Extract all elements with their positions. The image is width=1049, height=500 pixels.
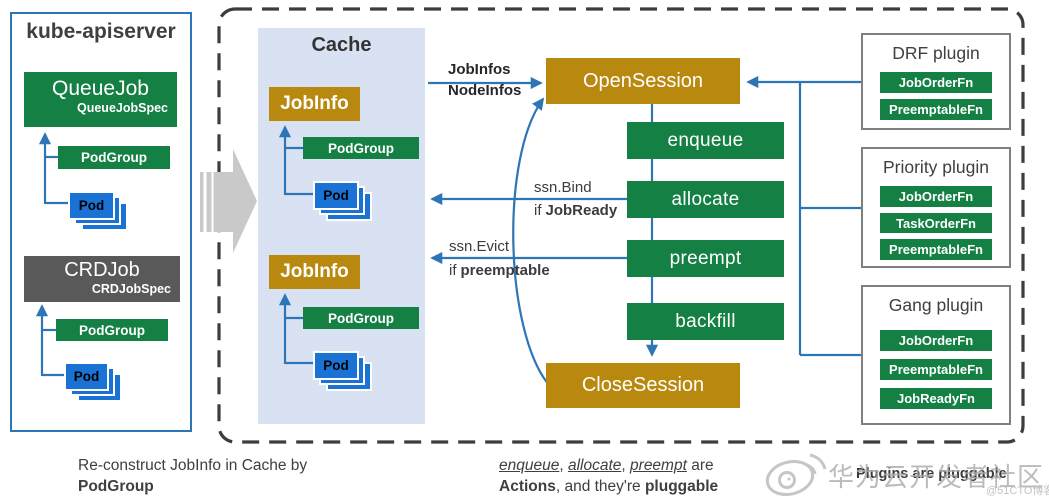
cache-note-line2: PodGroup xyxy=(78,478,154,495)
action-preempt-box: preempt xyxy=(627,240,784,277)
cache-pod1-stack: Pod xyxy=(313,181,372,221)
arrow-closesession-to-opensession xyxy=(512,97,550,386)
gang-joborderfn-chip: JobOrderFn xyxy=(880,330,992,351)
gang-plugin-box: Gang plugin JobOrderFn PreemptableFn Job… xyxy=(861,285,1011,425)
cache-pod2-box: Pod xyxy=(313,351,359,380)
queuejob-title: QueueJob xyxy=(52,77,149,100)
drf-plugin-title: DRF plugin xyxy=(892,43,980,63)
cache-podgroup1-box: PodGroup xyxy=(303,137,419,159)
drf-joborderfn-chip: JobOrderFn xyxy=(880,72,992,93)
gang-jobreadyfn-chip: JobReadyFn xyxy=(880,388,992,409)
crdjob-title: CRDJob xyxy=(64,259,140,281)
cache-note-line1: Re-construct JobInfo in Cache by xyxy=(78,457,308,474)
priority-preemptablefn-chip: PreemptableFn xyxy=(880,239,992,261)
crdjob-box: CRDJob CRDJobSpec xyxy=(24,256,180,302)
crdjob-podgroup-box: PodGroup xyxy=(56,319,168,341)
cache-jobinfo2-box: JobInfo xyxy=(269,255,360,289)
mid-text: , and they're xyxy=(555,478,645,495)
cache-title: Cache xyxy=(311,34,372,56)
priority-joborderfn-chip: JobOrderFn xyxy=(880,186,992,207)
action-backfill-box: backfill xyxy=(627,303,784,340)
gang-plugin-title: Gang plugin xyxy=(888,295,984,315)
queuejob-box: QueueJob QueueJobSpec xyxy=(24,72,177,127)
action-allocate-box: allocate xyxy=(627,181,784,218)
allocate-word: allocate xyxy=(567,457,622,474)
kube-apiserver-title: kube-apiserver xyxy=(26,20,176,43)
if-prefix: if xyxy=(449,262,457,279)
preempt-word: preempt xyxy=(630,457,687,474)
ssn-bind-label: ssn.Bind xyxy=(534,179,592,196)
actions-note-line1: enqueue, allocate, preempt are xyxy=(499,455,789,476)
cache-podgroup2-box: PodGroup xyxy=(303,307,419,329)
priority-plugin-title: Priority plugin xyxy=(882,157,990,177)
nodeinfos-label: NodeInfos xyxy=(448,82,522,99)
tail-text: are xyxy=(686,457,714,474)
separator: , xyxy=(621,457,631,474)
cache-note: Re-construct JobInfo in Cache by PodGrou… xyxy=(78,455,307,497)
drf-preemptablefn-chip: PreemptableFn xyxy=(880,99,992,120)
queuejob-pod-stack: Pod xyxy=(68,191,128,231)
cache-pod2-stack: Pod xyxy=(313,351,372,391)
crdjob-pod-stack: Pod xyxy=(64,362,122,402)
actions-note: enqueue, allocate, preempt are Actions, … xyxy=(499,455,789,497)
weibo-icon xyxy=(765,453,827,496)
separator: , xyxy=(559,457,568,474)
if-prefix: if xyxy=(534,202,542,219)
priority-plugin-box: Priority plugin JobOrderFn TaskOrderFn P… xyxy=(861,147,1011,268)
queuejob-pod-box: Pod xyxy=(68,191,115,220)
ssn-evict-label: ssn.Evict xyxy=(449,238,510,255)
priority-taskorderfn-chip: TaskOrderFn xyxy=(880,212,992,234)
queuejob-spec: QueueJobSpec xyxy=(77,101,168,115)
cache-pod1-box: Pod xyxy=(313,181,359,210)
drf-plugin-box: DRF plugin JobOrderFn PreemptableFn xyxy=(861,33,1011,130)
crdjob-pod-box: Pod xyxy=(64,362,109,391)
watermark-handle-text: @51CTO博客 xyxy=(986,485,1049,497)
actions-word: Actions xyxy=(499,478,556,495)
crdjob-spec: CRDJobSpec xyxy=(91,282,171,296)
pluggable-word: pluggable xyxy=(644,478,719,495)
jobready-cond: JobReady xyxy=(545,202,618,219)
watermark-community-text: 华为云开发者社区 xyxy=(828,462,1045,492)
enqueue-word: enqueue xyxy=(499,457,560,474)
striped-right-arrow-icon xyxy=(200,149,257,253)
actions-note-line2: Actions, and they're pluggable xyxy=(499,476,789,497)
preemptable-cond: preemptable xyxy=(460,262,550,279)
jobinfos-label: JobInfos xyxy=(448,61,511,78)
queuejob-podgroup-box: PodGroup xyxy=(58,146,170,169)
opensession-box: OpenSession xyxy=(546,58,740,104)
watermark-overlay-text: Plugins are pluggable xyxy=(856,466,1007,482)
cache-jobinfo1-box: JobInfo xyxy=(269,87,360,121)
gang-preemptablefn-chip: PreemptableFn xyxy=(880,359,992,380)
closesession-box: CloseSession xyxy=(546,363,740,408)
action-enqueue-box: enqueue xyxy=(627,122,784,159)
